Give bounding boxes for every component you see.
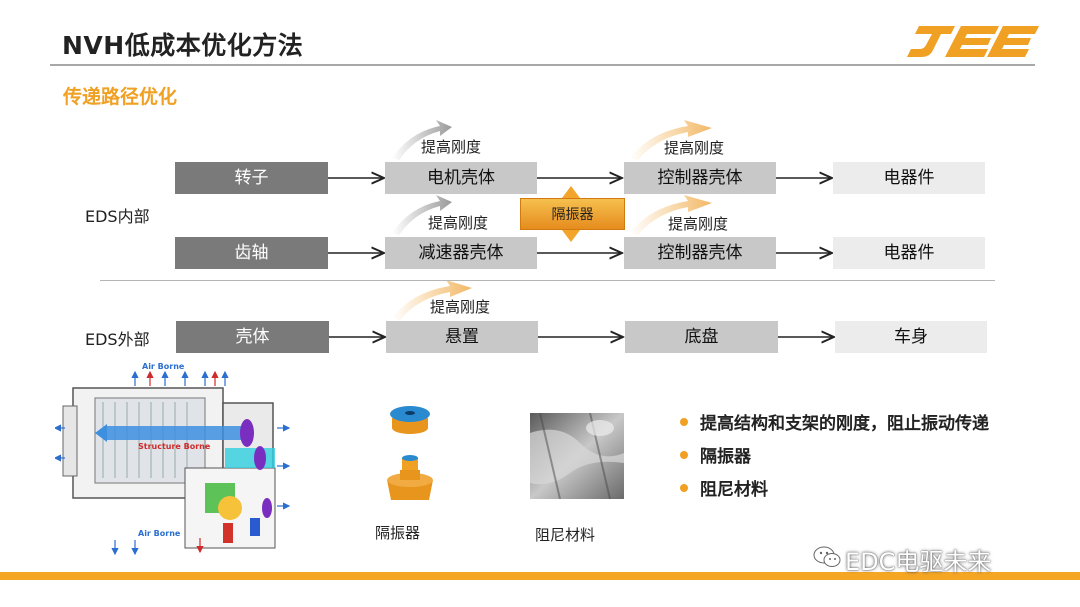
- isolator-badge: 隔振器: [520, 198, 625, 230]
- air-borne-bottom-label: Air Borne: [138, 529, 181, 538]
- isolator-down-arrow: [562, 230, 580, 242]
- header-rule: [50, 64, 1035, 66]
- box-electrical-1: 电器件: [833, 162, 985, 194]
- page-title: NVH低成本优化方法: [62, 31, 304, 60]
- bullet-text-3: 阻尼材料: [700, 480, 768, 500]
- jee-logo: [907, 26, 1039, 57]
- stiffness-arrow-2: [392, 195, 452, 235]
- box-rotor: 转子: [175, 162, 328, 194]
- bullet-dot-icon: [680, 418, 688, 426]
- box-mount: 悬置: [386, 321, 538, 353]
- box-body: 车身: [835, 321, 987, 353]
- stiffness-label-2: 提高刚度: [664, 139, 725, 157]
- section-subtitle: 传递路径优化: [63, 86, 178, 108]
- structure-borne-label: Structure Borne: [138, 442, 211, 451]
- box-motor-housing: 电机壳体: [385, 162, 537, 194]
- section-divider: [100, 280, 995, 281]
- stiffness-arrow-4: [630, 195, 712, 235]
- stiffness-label-1: 提高刚度: [421, 138, 482, 156]
- stiffness-arrow-3: [630, 120, 712, 160]
- eds-cutaway-image: [55, 370, 291, 556]
- bullet-dot-icon: [680, 484, 688, 492]
- box-chassis: 底盘: [625, 321, 778, 353]
- wechat-icon: [813, 546, 841, 567]
- stiffness-arrow-1: [392, 120, 452, 160]
- eds-outer-label: EDS外部: [85, 330, 150, 349]
- damping-material-caption: 阻尼材料: [535, 526, 596, 544]
- bullet-item-3: 阻尼材料: [680, 475, 768, 500]
- isolator-image: [387, 406, 433, 500]
- stiffness-label-4: 提高刚度: [668, 215, 729, 233]
- box-controller-housing-1: 控制器壳体: [624, 162, 776, 194]
- bullet-text-1: 提高结构和支架的刚度，阻止振动传递: [700, 414, 989, 434]
- air-borne-top-label: Air Borne: [142, 362, 185, 371]
- box-gear-shaft: 齿轴: [175, 237, 328, 269]
- footer-band: [0, 572, 1080, 580]
- isolator-up-arrow: [562, 186, 580, 198]
- bullet-dot-icon: [680, 451, 688, 459]
- eds-inner-label: EDS内部: [85, 207, 150, 226]
- box-controller-housing-2: 控制器壳体: [624, 237, 776, 269]
- diagram-arrows: [328, 120, 1080, 380]
- bullet-item-2: 隔振器: [680, 442, 751, 467]
- stiffness-arrow-5: [392, 280, 472, 320]
- box-reducer-housing: 减速器壳体: [385, 237, 537, 269]
- isolator-caption: 隔振器: [375, 524, 421, 542]
- bullet-text-2: 隔振器: [700, 447, 751, 467]
- box-electrical-2: 电器件: [833, 237, 985, 269]
- damping-material-image: [530, 413, 624, 499]
- bullet-item-1: 提高结构和支架的刚度，阻止振动传递: [680, 409, 989, 434]
- watermark: EDC电驱未来: [845, 548, 992, 576]
- stiffness-label-3: 提高刚度: [428, 214, 489, 232]
- box-housing: 壳体: [176, 321, 329, 353]
- stiffness-label-5: 提高刚度: [430, 298, 491, 316]
